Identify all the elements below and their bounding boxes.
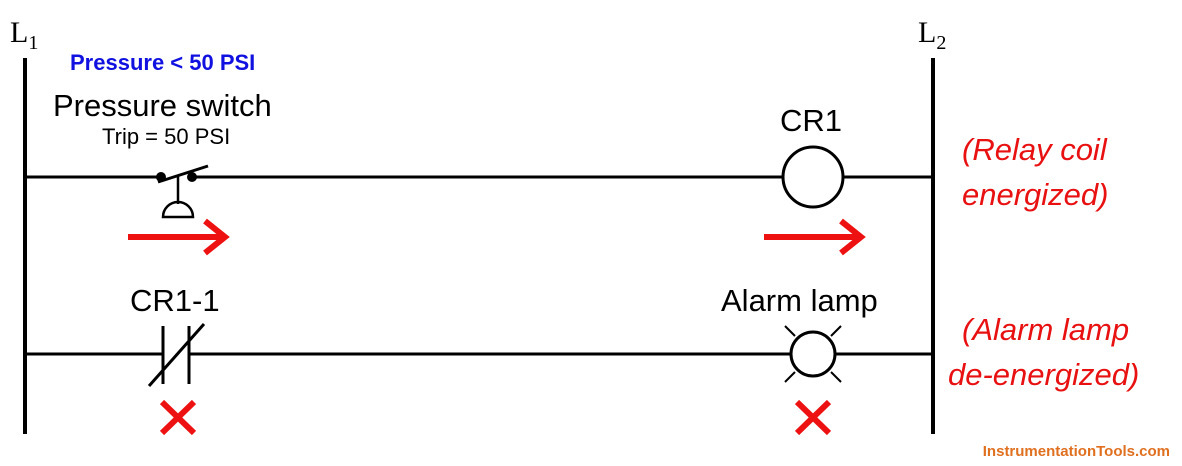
relay-contact-label: CR1-1 xyxy=(130,283,220,318)
alarm-lamp-label: Alarm lamp xyxy=(721,283,878,318)
no-current-mark-lamp xyxy=(794,399,832,436)
left-rail-letter: L xyxy=(10,16,28,49)
right-rail-label: L2 xyxy=(918,16,946,54)
left-rail-subscript: 1 xyxy=(28,32,38,54)
relay-coil-status: (Relay coil energized) xyxy=(962,132,1115,212)
right-rail-letter: L xyxy=(918,16,936,49)
relay-coil-symbol xyxy=(781,145,845,209)
relay-coil-label: CR1 xyxy=(780,103,842,138)
left-rail-label: L1 xyxy=(10,16,38,54)
no-current-mark-contact xyxy=(159,399,197,436)
pressure-switch-label: Pressure switch xyxy=(53,88,272,123)
pressure-condition-label: Pressure < 50 PSI xyxy=(70,50,255,75)
current-arrow-coil xyxy=(764,218,866,256)
right-rail-subscript: 2 xyxy=(936,32,946,54)
relay-coil-status-line-2: energized) xyxy=(962,177,1108,212)
pressure-switch-trip-label: Trip = 50 PSI xyxy=(102,124,230,149)
relay-coil-status-line-1: (Relay coil xyxy=(962,132,1108,167)
alarm-lamp-status-line-1: (Alarm lamp xyxy=(962,312,1129,347)
alarm-lamp-symbol xyxy=(784,325,842,383)
alarm-lamp-status: (Alarm lamp de-energized) xyxy=(948,312,1139,392)
pressure-switch-symbol xyxy=(156,164,209,219)
relay-contact-symbol xyxy=(147,323,206,387)
current-arrow-switch xyxy=(128,218,230,256)
watermark: InstrumentationTools.com xyxy=(983,443,1170,460)
alarm-lamp-status-line-2: de-energized) xyxy=(948,357,1139,392)
